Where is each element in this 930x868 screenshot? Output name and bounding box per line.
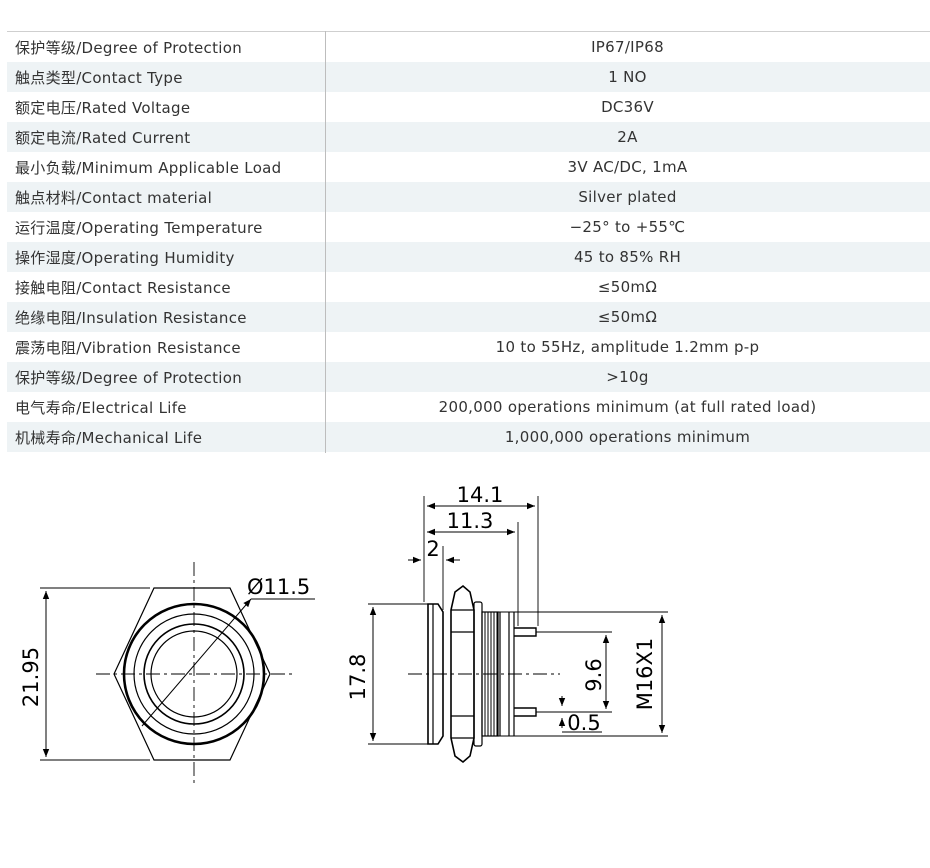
spec-label: 最小负载/Minimum Applicable Load — [15, 158, 282, 177]
spec-value: IP67/IP68 — [591, 38, 664, 56]
side-bezel-dia-label: 17.8 — [346, 654, 370, 701]
side-terminal-thickness-label: 0.5 — [567, 711, 600, 735]
spec-row: 最小负载/Minimum Applicable Load 3V AC/DC, 1m… — [7, 152, 930, 182]
spec-row: 绝缘电阻/Insulation Resistance ≤50mΩ — [7, 302, 930, 332]
spec-value: >10g — [606, 368, 649, 386]
spec-label: 操作湿度/Operating Humidity — [15, 248, 235, 267]
spec-value: 200,000 operations minimum (at full rate… — [438, 398, 817, 416]
spec-value: 1 NO — [608, 68, 647, 86]
spec-label: 运行温度/Operating Temperature — [15, 218, 263, 237]
thread-body — [481, 611, 499, 737]
side-bezel-label: 2 — [426, 537, 439, 561]
side-thread-label: M16X1 — [633, 638, 657, 711]
spec-label: 触点类型/Contact Type — [15, 68, 183, 87]
spec-table: 保护等级/Degree of Protection IP67/IP68 触点类型/… — [7, 31, 930, 452]
spec-label: 额定电压/Rated Voltage — [15, 98, 191, 117]
spec-label: 机械寿命/Mechanical Life — [15, 428, 203, 447]
hex-nut-side — [450, 584, 475, 764]
spec-row: 操作湿度/Operating Humidity 45 to 85% RH — [7, 242, 930, 272]
side-overall-length-label: 14.1 — [457, 483, 504, 507]
spec-value: DC36V — [601, 98, 654, 116]
side-thread-length-label: 11.3 — [447, 509, 494, 533]
spec-row: 接触电阻/Contact Resistance ≤50mΩ — [7, 272, 930, 302]
spec-label: 接触电阻/Contact Resistance — [15, 278, 231, 297]
front-diameter-label: Ø11.5 — [247, 575, 310, 599]
spec-value: −25° to +55℃ — [569, 218, 686, 236]
spec-row: 运行温度/Operating Temperature −25° to +55℃ — [7, 212, 930, 242]
column-divider — [325, 31, 326, 453]
spec-row: 保护等级/Degree of Protection >10g — [7, 362, 930, 392]
spec-label: 震荡电阻/Vibration Resistance — [15, 338, 241, 357]
spec-label: 触点材料/Contact material — [15, 188, 213, 207]
side-view — [368, 496, 668, 764]
spec-label: 额定电流/Rated Current — [15, 128, 191, 147]
spec-label: 电气寿命/Electrical Life — [15, 398, 187, 417]
spec-value: 10 to 55Hz, amplitude 1.2mm p-p — [495, 338, 760, 356]
spec-row: 震荡电阻/Vibration Resistance 10 to 55Hz, amp… — [7, 332, 930, 362]
front-height-label: 21.95 — [19, 647, 43, 707]
diameter-leader — [141, 598, 252, 727]
technical-drawing: 21.95 Ø11.5 — [19, 483, 668, 786]
spec-row: 额定电压/Rated Voltage DC36V — [7, 92, 930, 122]
spec-value: 45 to 85% RH — [573, 248, 682, 266]
terminal-top — [514, 627, 537, 637]
spec-value: Silver plated — [578, 188, 677, 206]
spec-row: 额定电流/Rated Current 2A — [7, 122, 930, 152]
spec-label: 绝缘电阻/Insulation Resistance — [15, 308, 247, 327]
spec-row: 电气寿命/Electrical Life 200,000 operations m… — [7, 392, 930, 422]
spec-value: 2A — [617, 128, 638, 146]
spec-row: 保护等级/Degree of Protection IP67/IP68 — [7, 32, 930, 62]
spec-value: 3V AC/DC, 1mA — [567, 158, 688, 176]
spec-value: ≤50mΩ — [597, 278, 658, 296]
spec-value: ≤50mΩ — [597, 308, 658, 326]
spec-row: 机械寿命/Mechanical Life 1,000,000 operations… — [7, 422, 930, 452]
spec-row: 触点类型/Contact Type 1 NO — [7, 62, 930, 92]
spec-row: 触点材料/Contact material Silver plated — [7, 182, 930, 212]
spec-value: 1,000,000 operations minimum — [504, 428, 751, 446]
side-terminal-span-label: 9.6 — [582, 658, 606, 691]
terminal-bottom — [514, 707, 537, 717]
spec-label: 保护等级/Degree of Protection — [15, 368, 243, 387]
front-view — [40, 562, 315, 786]
spec-label: 保护等级/Degree of Protection — [15, 38, 243, 57]
